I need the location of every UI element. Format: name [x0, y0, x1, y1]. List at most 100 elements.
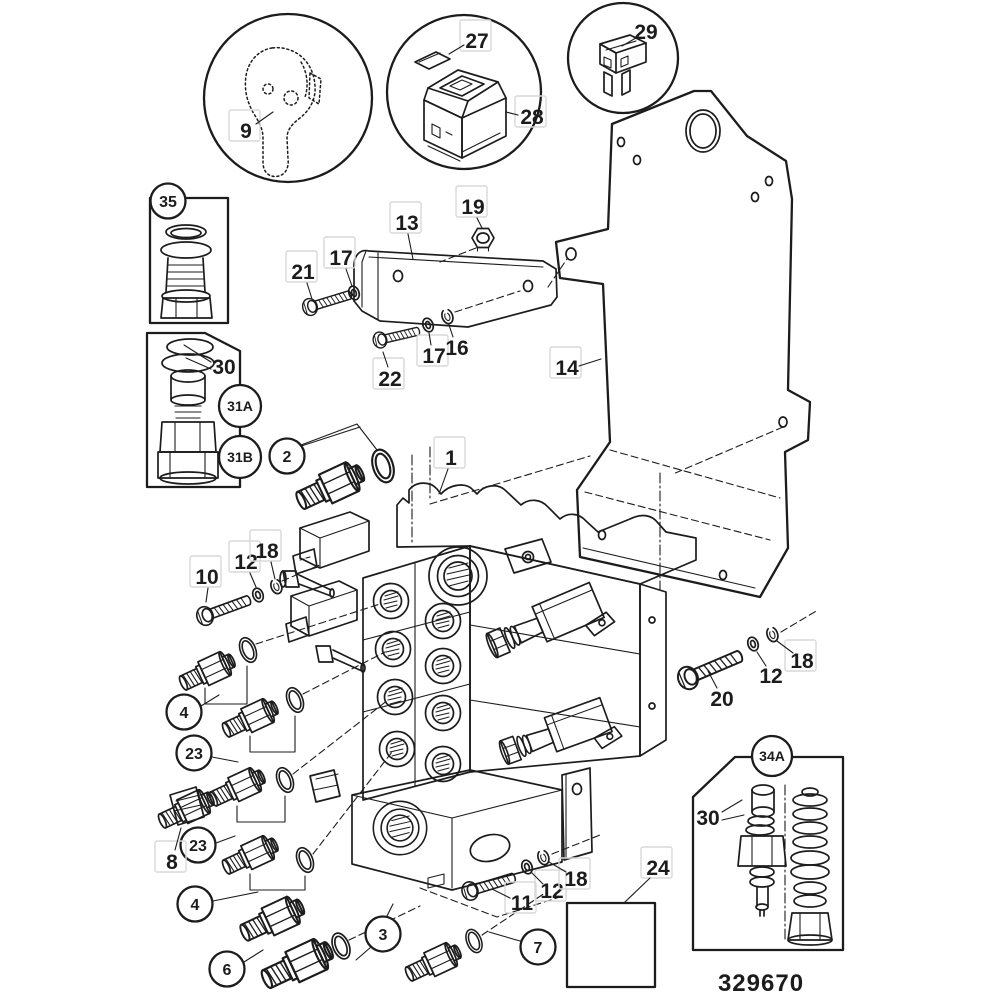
callout-ghost-box — [285, 250, 318, 283]
nut-19 — [471, 227, 495, 252]
boot-kit-box — [148, 196, 230, 325]
callout-leader — [200, 694, 220, 707]
callout-6: 6 — [208, 949, 264, 988]
callout-ghost-box — [389, 201, 422, 234]
bolt-20 — [673, 643, 747, 694]
top-hardware — [299, 227, 568, 351]
callout-31A: 31A — [217, 383, 263, 429]
relief-valve-cartridge-drawing — [737, 784, 787, 917]
clamp-strap-13 — [353, 249, 558, 328]
callout-ghost-box — [228, 109, 261, 142]
callout-ghost-box — [455, 185, 488, 218]
callout-34A: 34A — [750, 734, 794, 778]
callout-leader — [621, 37, 637, 47]
callout-leader — [448, 44, 465, 55]
callout-number: 21 — [291, 261, 315, 284]
base-section — [351, 767, 593, 891]
callout-number: 4 — [180, 705, 189, 722]
cartridge-drawing — [157, 338, 219, 485]
callout-number: 12 — [759, 665, 782, 688]
fitting-bottom — [255, 933, 339, 997]
rocker-switch-detail-circle — [385, 13, 543, 171]
callout-number: 27 — [465, 30, 488, 53]
callout-number: 4 — [191, 897, 200, 914]
callout-29: 29 — [621, 21, 658, 47]
callout-circle — [217, 383, 263, 429]
callout-leader — [530, 871, 544, 885]
top-lug — [504, 538, 552, 574]
callout-30-right: 30 — [696, 799, 745, 830]
callout-18-right: 18 — [776, 639, 817, 673]
callout-circle — [176, 885, 214, 923]
callout-circle — [364, 915, 402, 953]
callout-leader — [491, 888, 511, 899]
callout-number: 3 — [379, 927, 388, 944]
callout-number: 13 — [395, 212, 418, 235]
callout-leader — [776, 640, 794, 654]
callout-number: 8 — [166, 851, 178, 874]
callout-ghost-box — [433, 436, 466, 469]
callout-number: 12 — [234, 551, 257, 574]
callout-leader — [407, 233, 414, 260]
callout-number: 12 — [540, 880, 563, 903]
callout-leader — [756, 651, 767, 667]
lockwasher-18-bottom — [535, 848, 552, 868]
callout-number: 16 — [445, 337, 468, 360]
callout-circle — [268, 437, 306, 475]
callout-ghost-box — [534, 869, 567, 902]
callout-number: 11 — [511, 892, 534, 915]
fitting-4-upper — [174, 647, 240, 697]
fitting-2 — [290, 456, 371, 518]
callout-number: 9 — [240, 120, 252, 143]
callout-ghost-box — [514, 95, 547, 128]
callout-circle — [750, 734, 794, 778]
callout-circle — [217, 434, 263, 480]
callout-28: 28 — [505, 95, 547, 129]
relief-valve-kit-box — [691, 755, 845, 952]
callout-18-left: 18 — [249, 529, 282, 580]
callout-leader — [255, 111, 274, 125]
callout-10: 10 — [189, 555, 222, 603]
blade-fuse-detail-circle — [566, 1, 680, 115]
callout-number: 2 — [283, 449, 292, 466]
oring-2 — [367, 445, 399, 487]
callout-1: 1 — [433, 436, 466, 495]
oring-7 — [462, 926, 486, 956]
end-cap — [639, 583, 667, 757]
callout-22: 22 — [372, 351, 405, 391]
fitting-8 — [153, 785, 219, 835]
hex-plug — [309, 769, 341, 803]
callout-leader — [183, 344, 212, 363]
pilot-valve-upper — [485, 581, 616, 659]
gear-knob-drawing — [244, 46, 322, 178]
callout-leader — [174, 827, 182, 851]
callout-ghost-box — [459, 19, 492, 52]
callout-4-upper: 4 — [165, 693, 220, 731]
callout-ghost-box — [784, 639, 817, 672]
callout-24: 24 — [624, 846, 673, 903]
solenoid-stack — [279, 511, 370, 673]
callout-leader — [270, 561, 276, 580]
callout-leader — [476, 217, 483, 229]
callout-ghost-box — [323, 236, 356, 269]
callout-number: 30 — [696, 807, 719, 830]
callout-7: 7 — [488, 928, 557, 966]
callout-ghost-box — [228, 540, 261, 573]
adapter-fittings — [153, 456, 466, 997]
callout-number: 19 — [461, 196, 484, 219]
callout-leader — [438, 468, 449, 495]
callout-23-upper: 23 — [175, 734, 239, 772]
callout-ghost-box — [189, 555, 222, 588]
callout-ghost-box — [558, 857, 591, 890]
callout-30-left: 30 — [183, 344, 236, 379]
callout-leader — [382, 351, 389, 368]
callout-leader — [721, 799, 743, 813]
fitting-23-lower — [204, 763, 270, 813]
callout-number: 18 — [564, 868, 588, 891]
side-face — [469, 545, 641, 773]
callout-3: 3 — [355, 903, 402, 961]
washer-12-right — [745, 634, 761, 654]
